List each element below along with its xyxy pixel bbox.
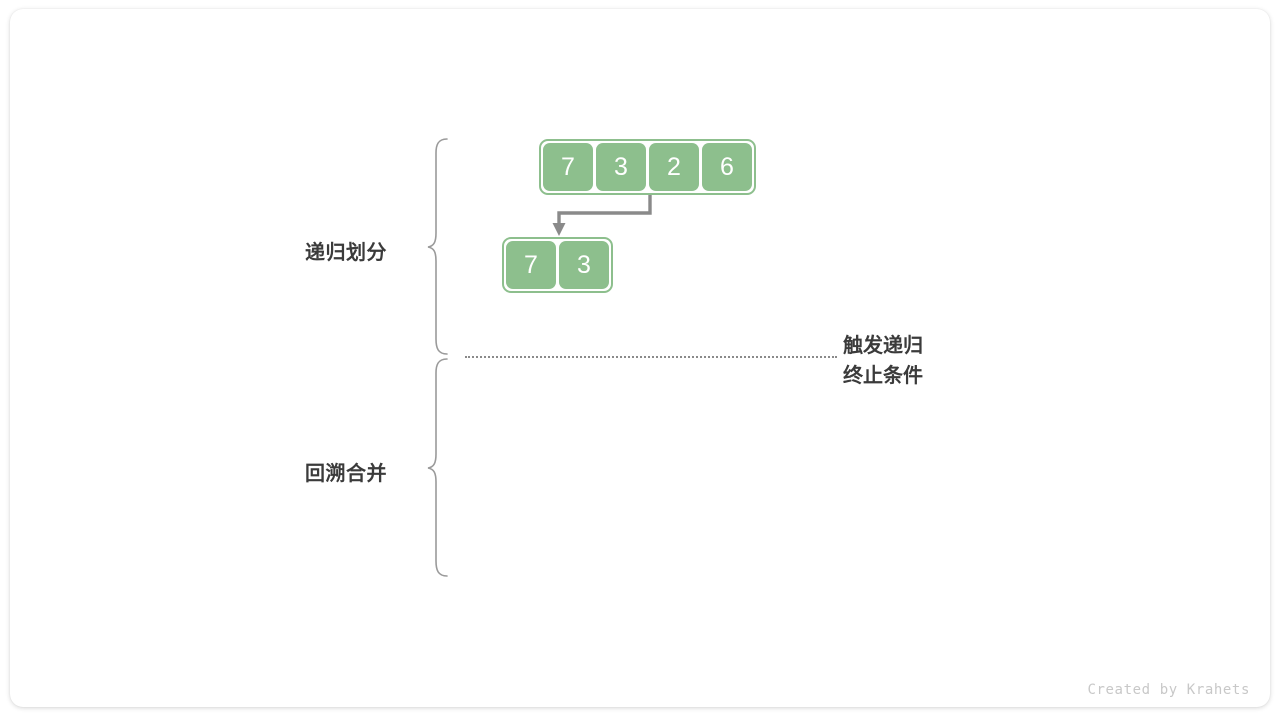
array-cell: 3 bbox=[559, 241, 609, 289]
recursion-base-case-divider bbox=[465, 356, 837, 360]
base-case-annotation: 触发递归 终止条件 bbox=[843, 331, 923, 391]
array-cell: 3 bbox=[596, 143, 646, 191]
array-cell: 6 bbox=[702, 143, 752, 191]
array-root: 7 3 2 6 bbox=[539, 139, 756, 195]
brace-backtrack-merge bbox=[425, 355, 451, 585]
credit-text: Created by Krahets bbox=[1087, 682, 1250, 698]
brace-merge-icon bbox=[427, 358, 448, 577]
diagram-card bbox=[10, 9, 1270, 707]
divide-arrow-icon bbox=[552, 195, 652, 236]
annotation-line-1: 触发递归 bbox=[843, 335, 923, 357]
section-label-recursive-divide: 递归划分 bbox=[305, 242, 387, 264]
array-cell: 2 bbox=[649, 143, 699, 191]
array-cell: 7 bbox=[543, 143, 593, 191]
annotation-line-2: 终止条件 bbox=[843, 365, 923, 387]
array-cell: 7 bbox=[506, 241, 556, 289]
array-left-subarray: 7 3 bbox=[502, 237, 613, 293]
brace-recursive-divide bbox=[425, 136, 451, 363]
brace-divide-icon bbox=[427, 138, 448, 355]
section-label-backtrack-merge: 回溯合并 bbox=[305, 463, 387, 485]
